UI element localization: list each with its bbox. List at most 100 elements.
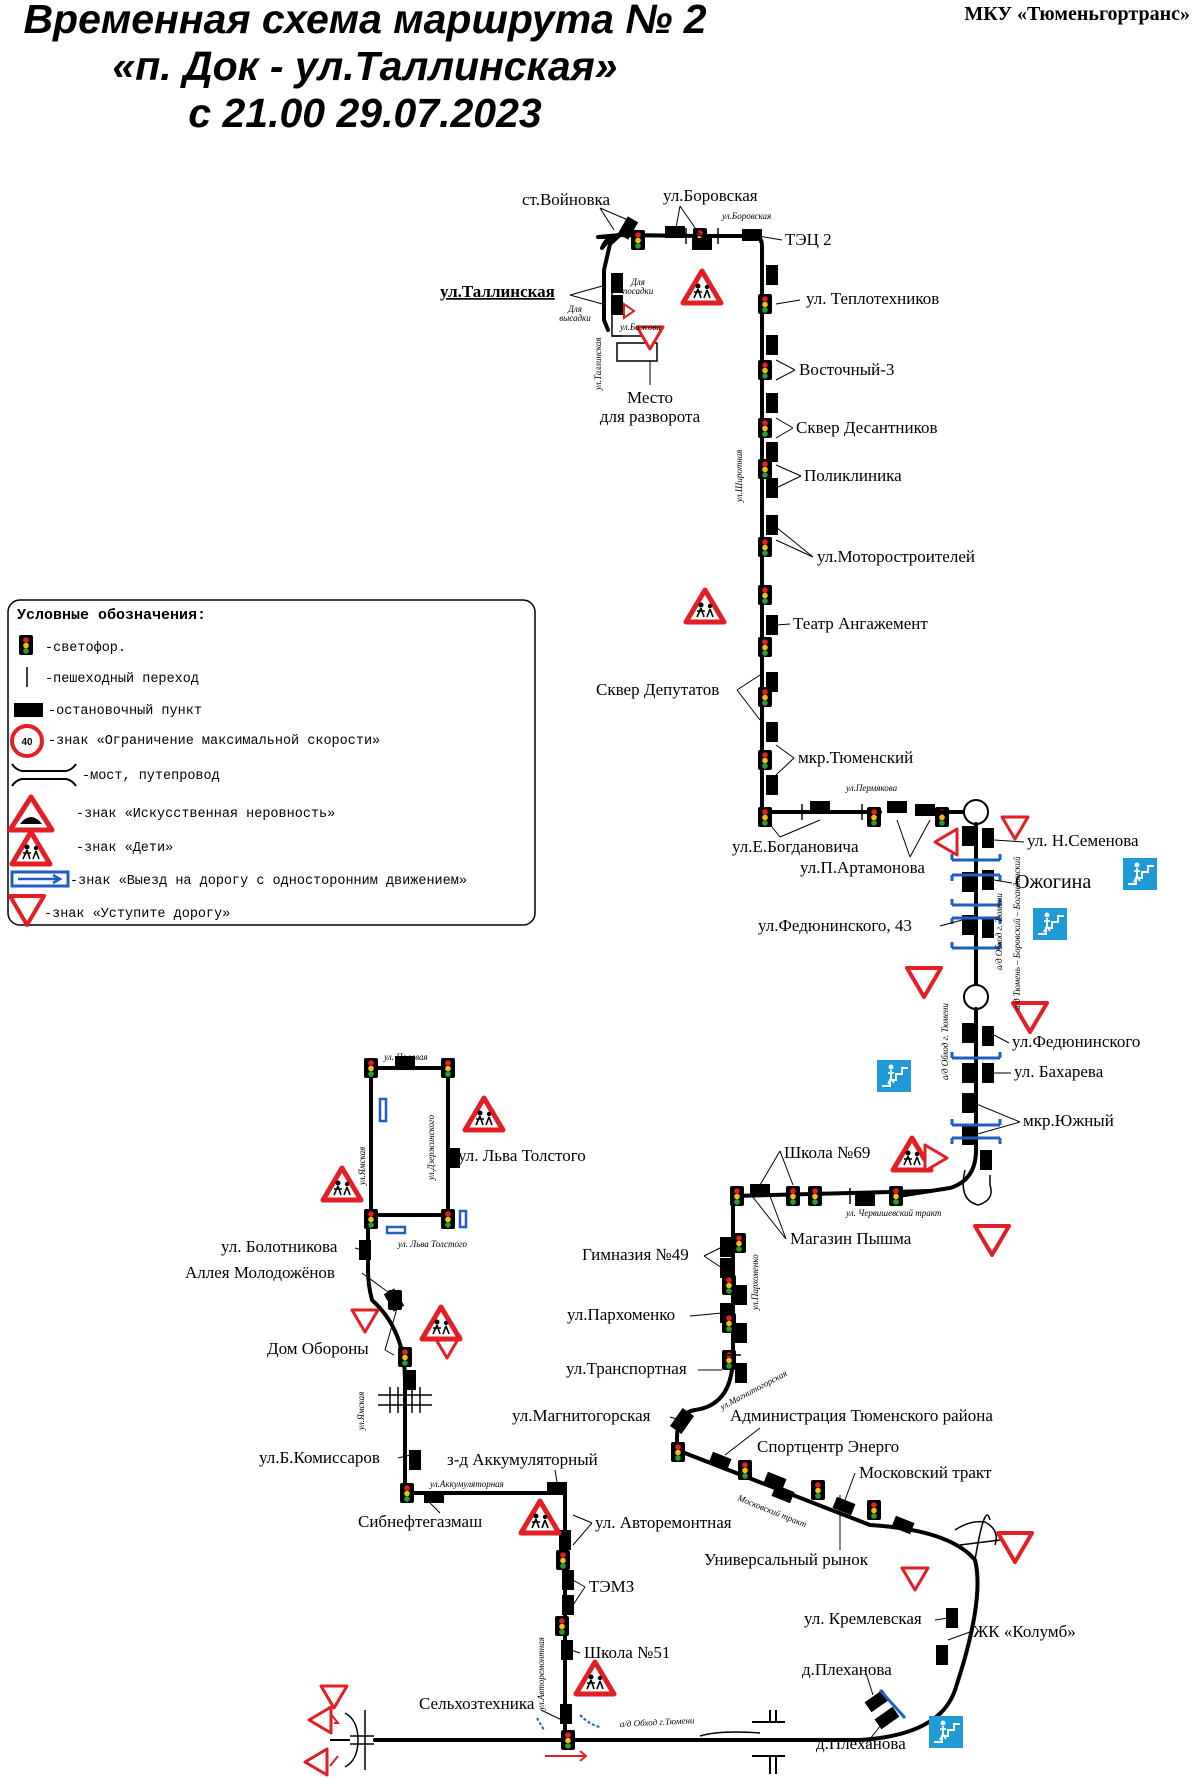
stop-avtoremontnaya: ул. Авторемонтная — [595, 1513, 732, 1532]
stop-shkola69: Школа №69 — [784, 1143, 870, 1162]
bus-stop-icon — [962, 1093, 974, 1113]
yield-sign-icon — [996, 1531, 1034, 1564]
stop-magazin-pyshma: Магазин Пышма — [790, 1229, 912, 1248]
traffic-light-icon — [556, 1550, 570, 1570]
stop-sibneftegazmash: Сибнефтегазмаш — [358, 1512, 482, 1531]
stop-motorostroiteley: ул.Моторостроителей — [817, 547, 975, 566]
bus-stop-icon — [409, 1450, 421, 1470]
street-parhomenko: ул.Пархоменко — [750, 1254, 760, 1311]
organization-label: МКУ «Тюменьгортранс» — [964, 3, 1190, 25]
title-line-2: «п. Док - ул.Таллинская» — [112, 43, 617, 89]
speed-limit-value: 40 — [21, 737, 33, 748]
bus-stop-icon — [692, 238, 712, 250]
street-polevaya: ул. Полевая — [383, 1052, 428, 1062]
street-bazhova: ул.Бажова — [619, 322, 661, 332]
legend-item-speed-limit: -знак «Ограничение максимальной скорости… — [48, 734, 380, 749]
bus-stop-icon — [810, 801, 830, 813]
traffic-light-icon — [867, 807, 881, 827]
note-dlya-posadki-1: Для — [630, 277, 645, 287]
traffic-light-icon — [730, 1186, 744, 1206]
bus-stop-icon — [547, 1482, 567, 1494]
route-middle — [373, 1138, 1034, 1774]
traffic-light-icon — [722, 1350, 736, 1370]
children-sign-icon — [683, 271, 721, 303]
yield-sign-icon — [923, 1143, 949, 1173]
stop-universalny-rynok: Универсальный рынок — [704, 1550, 869, 1569]
children-sign-icon — [465, 1098, 503, 1130]
stop-skver-desantnikov: Сквер Десантников — [796, 418, 938, 437]
traffic-light-icon — [400, 1483, 414, 1503]
route-north — [596, 231, 882, 814]
pedestrian-crossing-sign-icon — [876, 1059, 912, 1093]
traffic-light-icon — [808, 1186, 822, 1206]
traffic-light-icon — [738, 1460, 752, 1480]
traffic-light-icon — [758, 418, 772, 438]
bus-stop-icon — [665, 226, 685, 238]
turnaround-note-line1: Место — [627, 388, 673, 407]
bus-stop-icon — [962, 1063, 974, 1083]
stop-akkumulyatorny: з-д Аккумуляторный — [447, 1450, 598, 1469]
bus-stop-icon — [766, 515, 778, 535]
stop-tallinskaya: ул.Таллинская — [440, 282, 555, 301]
route-southwest — [303, 1056, 614, 1777]
stop-temz: ТЭМЗ — [589, 1577, 634, 1596]
children-sign-icon — [323, 1168, 361, 1200]
legend-item-one-way-exit: -знак «Выезд на дорогу с односторонним д… — [70, 874, 467, 889]
yield-sign-icon — [973, 1224, 1011, 1257]
stop-shkola51: Школа №51 — [584, 1643, 670, 1662]
traffic-light-icon — [441, 1209, 455, 1229]
stop-borovskaya: ул.Боровская — [663, 186, 758, 205]
street-akkumulyatornaya: ул.Аккумуляторная — [429, 1479, 504, 1489]
traffic-light-icon — [671, 1442, 685, 1462]
bus-stop-icon — [832, 1496, 856, 1516]
title-line-1: Временная схема маршрута № 2 — [23, 0, 706, 42]
roundabout-icon — [963, 799, 989, 825]
stop-voinovka: ст.Войновка — [522, 190, 611, 209]
bus-stop-icon — [611, 295, 623, 315]
stop-lva-tolstogo: ул. Льва Толстого — [458, 1146, 586, 1165]
bus-stop-icon — [383, 1288, 405, 1312]
one-way-exit-sign-icon — [10, 870, 70, 888]
speed-limit-icon: 40 — [10, 724, 44, 758]
note-dlya-posadki-2: посадки — [623, 286, 654, 296]
bridge-icon — [11, 763, 77, 787]
bus-stop-icon — [669, 1407, 695, 1435]
stop-b-komissarov: ул.Б.Комиссаров — [259, 1448, 380, 1467]
bus-stop-icon — [980, 1150, 992, 1170]
note-dlya-vysadki-1: Для — [567, 304, 582, 314]
stop-skver-deputatov: Сквер Депутатов — [596, 680, 719, 699]
stop-kolumb: ЖК «Колумб» — [973, 1622, 1076, 1641]
yield-sign-icon — [319, 1684, 349, 1710]
bus-stop-icon — [562, 1595, 574, 1615]
bus-stop-icon — [982, 828, 994, 848]
bus-stop-icon — [891, 1515, 915, 1535]
traffic-light-icon — [722, 1313, 736, 1333]
traffic-light-icon — [631, 230, 645, 250]
yield-sign-icon — [307, 1705, 333, 1735]
stop-parhomenko: ул.Пархоменко — [567, 1305, 675, 1324]
bus-stop-icon — [560, 1704, 572, 1724]
legend-box: Условные обозначения: -светофор. -пешехо… — [7, 599, 536, 927]
stop-mkr-yuzhny: мкр.Южный — [1023, 1111, 1114, 1130]
street-tallinskaya: ул.Таллинская — [593, 337, 603, 391]
yield-sign-icon — [350, 1308, 380, 1334]
bus-stop-icon — [982, 1026, 994, 1046]
bus-stop-icon — [14, 703, 43, 717]
street-avtoremontnaya: ул.Авторемонтная — [536, 1637, 546, 1711]
bus-stop-icon — [982, 918, 994, 938]
bus-stop-icon — [962, 1023, 974, 1043]
bus-stop-icon — [708, 1451, 732, 1471]
bus-stop-icon — [766, 722, 778, 742]
bus-stop-icon — [962, 826, 974, 846]
yield-sign-icon — [303, 1747, 329, 1777]
traffic-light-icon — [732, 1233, 746, 1253]
legend-item-bridge: -мост, путепровод — [82, 769, 220, 784]
bus-stop-icon — [982, 870, 994, 890]
bus-stop-icon — [404, 1370, 416, 1390]
bus-stop-icon — [982, 1063, 994, 1083]
legend-item-traffic-light: -светофор. — [45, 641, 126, 656]
bus-stop-icon — [887, 801, 907, 813]
traffic-light-icon — [758, 585, 772, 605]
stop-kremlevskaya: ул. Кремлевская — [804, 1609, 922, 1628]
title-line-3: с 21.00 29.07.2023 — [188, 90, 542, 136]
